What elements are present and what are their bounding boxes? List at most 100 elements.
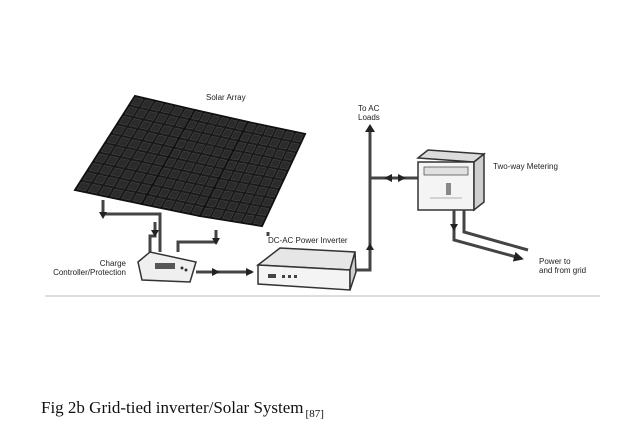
solar-cell [221, 128, 233, 138]
solar-cell [121, 191, 135, 201]
solar-cell [226, 119, 238, 129]
solar-cell [128, 118, 142, 128]
solar-cell [261, 197, 274, 207]
solar-cell [115, 179, 130, 189]
solar-cell [134, 108, 148, 119]
solar-cell [138, 141, 152, 152]
solar-cell [221, 190, 234, 200]
solar-cell [222, 211, 235, 220]
solar-cell [155, 113, 168, 123]
solar-cell [211, 188, 223, 198]
solar-cell [117, 137, 131, 147]
solar-cell [100, 144, 114, 154]
solar-cell [124, 106, 138, 116]
to-ac-loads-line1: To AC [358, 104, 380, 113]
panel-wires [101, 200, 270, 252]
solar-cell [292, 133, 304, 143]
solar-cell [211, 147, 224, 157]
solar-cell [191, 111, 203, 121]
solar-cell [250, 175, 263, 185]
solar-cell [137, 162, 151, 173]
solar-cell [182, 203, 194, 213]
solar-cell [87, 184, 102, 194]
solar-cell [173, 180, 185, 191]
two-way-metering-label: Two-way Metering [493, 162, 558, 171]
solar-cell [153, 197, 166, 207]
solar-cell [231, 192, 244, 202]
solar-cell [275, 170, 287, 179]
solar-cell [216, 200, 229, 209]
solar-cell [104, 177, 119, 187]
solar-cell [201, 207, 214, 217]
solar-cell [279, 160, 291, 170]
solar-cell [177, 192, 190, 202]
solar-cell [265, 168, 277, 178]
solar-cell [240, 173, 253, 183]
solar-cell [188, 152, 200, 162]
meter-to-grid-wire [452, 210, 529, 260]
solar-cell [175, 139, 187, 149]
solar-cell [164, 137, 178, 147]
solar-cell [247, 205, 259, 215]
panel-3-cells [201, 123, 304, 225]
solar-cell [172, 201, 185, 211]
meter-down-arrow [450, 224, 458, 231]
power-grid-line1: Power to [539, 257, 571, 266]
solar-cell [110, 167, 124, 178]
solar-cell [159, 125, 173, 135]
solar-cell [193, 143, 206, 153]
solar-cell [116, 158, 130, 168]
panel-1-cells [76, 97, 194, 203]
solar-cell [165, 115, 179, 126]
panel-2-cells [143, 111, 247, 215]
solar-cell [179, 150, 191, 160]
solar-cell [257, 206, 270, 216]
power-grid-label: Power to and from grid [539, 257, 586, 275]
solar-cell [206, 177, 218, 187]
solar-cell [264, 147, 276, 157]
solar-cell [154, 176, 166, 187]
charge-controller-line2: Controller/Protection [53, 268, 126, 277]
solar-cell [221, 149, 233, 159]
solar-cell [240, 153, 252, 163]
solar-cell [163, 178, 176, 189]
solar-cell [112, 125, 126, 135]
solar-cell [126, 181, 141, 192]
solar-cell [162, 199, 175, 209]
solar-cell [201, 186, 213, 197]
solar-cell [191, 184, 204, 195]
solar-cell [207, 135, 220, 146]
solar-cell [137, 184, 152, 194]
solar-cell [76, 181, 91, 192]
solar-cell [183, 162, 195, 172]
solar-cell [266, 188, 278, 198]
solar-cell [187, 173, 200, 183]
solar-cell [208, 115, 221, 125]
solar-cell [148, 144, 162, 154]
power-inverter [255, 247, 357, 291]
panel-wire-arrows [99, 212, 220, 245]
solar-cell [154, 155, 167, 166]
solar-cell [259, 156, 272, 166]
solar-cell [202, 145, 214, 155]
solar-cell [184, 141, 196, 151]
solar-cell [175, 118, 189, 128]
solar-cell [241, 194, 254, 204]
solar-cell [255, 166, 267, 176]
solar-cell [159, 167, 172, 177]
solar-cell [118, 115, 132, 126]
solar-cell [237, 203, 249, 213]
charge-controller [137, 251, 197, 283]
solar-cell [268, 138, 281, 148]
solar-cell [182, 182, 195, 193]
solar-cell [246, 184, 258, 194]
to-loads-arrow [365, 124, 375, 132]
solar-cell [235, 121, 247, 131]
two-way-meter [416, 149, 486, 212]
solar-cell [143, 153, 157, 163]
solar-cell [173, 160, 186, 170]
solar-cell [215, 179, 228, 189]
solar-cell [230, 151, 242, 161]
solar-cell [260, 177, 273, 187]
inverter-label: DC-AC Power Inverter [268, 236, 348, 245]
